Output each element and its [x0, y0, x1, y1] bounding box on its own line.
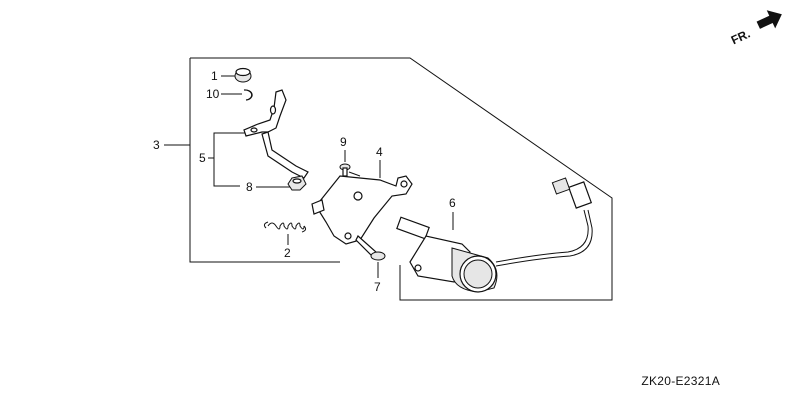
front-label: FR. — [729, 27, 752, 48]
callout-5-label: 5 — [199, 151, 206, 165]
callout-4-label: 4 — [376, 145, 383, 159]
callout-5-group: 5 — [199, 132, 245, 187]
part-6-solenoid: 6 — [396, 196, 498, 293]
callout-10-label: 10 — [206, 87, 220, 101]
assembly-outline — [189, 57, 613, 301]
part-7-bolt: 7 — [355, 235, 386, 294]
callout-1-label: 1 — [211, 69, 218, 83]
solenoid-wire — [495, 177, 593, 267]
front-direction-indicator: FR. — [729, 10, 782, 48]
callout-9-label: 9 — [340, 135, 347, 149]
callout-2-label: 2 — [284, 246, 291, 260]
part-4-bracket: 4 — [311, 145, 413, 245]
part-10-clip: 10 — [206, 87, 253, 101]
part-5-lever — [243, 89, 309, 179]
diagram-code: ZK20-E2321A — [641, 374, 720, 388]
part-8-nut: 8 — [246, 175, 307, 194]
part-9-bolt: 9 — [339, 135, 361, 177]
callout-6-label: 6 — [449, 196, 456, 210]
part-2-spring: 2 — [263, 221, 307, 260]
wire-connector — [551, 177, 593, 209]
callout-8-label: 8 — [246, 180, 253, 194]
part-1-cap: 1 — [211, 67, 252, 83]
callout-3-label: 3 — [153, 138, 160, 152]
callout-3-group: 3 — [153, 138, 190, 152]
arrow-right-icon — [756, 10, 782, 29]
callout-7-label: 7 — [374, 280, 381, 294]
